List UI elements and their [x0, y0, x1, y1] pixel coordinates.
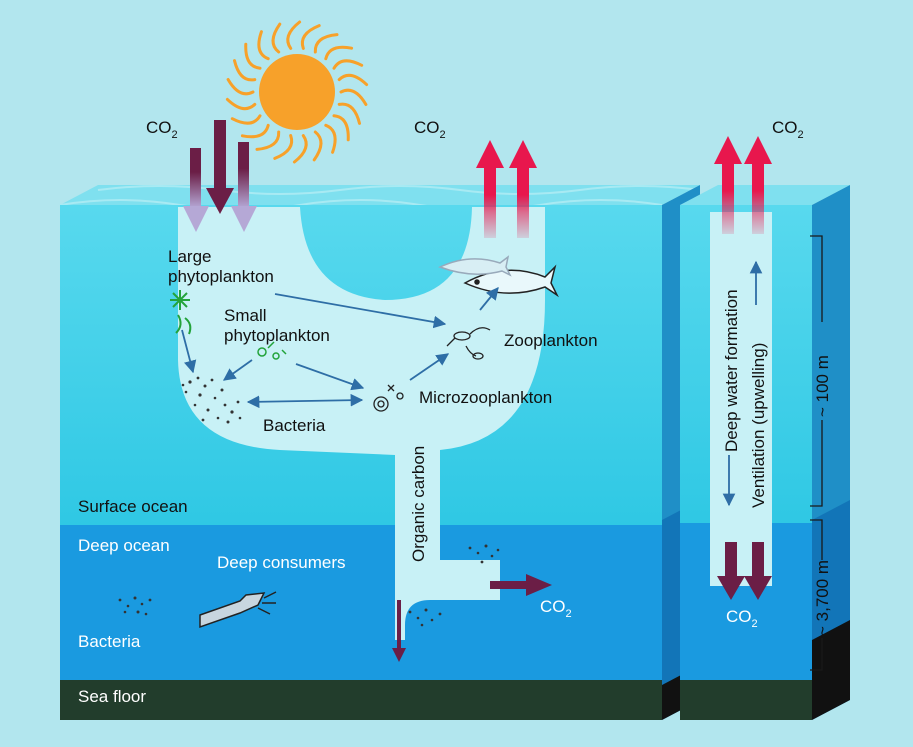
deep-co2-label: CO2 [540, 597, 572, 620]
microzooplankton-icon [373, 384, 404, 412]
sinking-arrow [392, 600, 406, 662]
sea-floor-layer [60, 680, 662, 720]
sun-ray [337, 102, 361, 125]
arrow-small-to-bacteria [222, 359, 253, 381]
sun-ray [233, 59, 257, 82]
zooplankton-label: Zooplankton [504, 331, 598, 350]
arrow-micro-to-zoo [409, 353, 450, 381]
sun-ray [257, 30, 270, 61]
bacteria-cluster-deep-3 [408, 608, 442, 627]
sun-ray [240, 123, 270, 139]
arrow-large-to-zoo [274, 293, 447, 329]
microzooplankton-label: Microzooplankton [419, 388, 552, 407]
side-column-block [680, 136, 850, 720]
sun-ray [324, 123, 337, 154]
sun-ray [244, 42, 262, 70]
depth-3700m-label: ~ 3,700 m [813, 560, 832, 636]
flow-arrows [181, 287, 499, 409]
co2-influx-arrows [183, 120, 257, 232]
depth-100m-label: ~ 100 m [813, 355, 832, 417]
deep-water-formation-label: Deep water formation [722, 289, 741, 452]
ventilation-label: Ventilation (upwelling) [749, 343, 768, 508]
bacteria-label: Bacteria [263, 416, 326, 435]
co2-label-middle: CO2 [414, 118, 446, 141]
sun-icon [225, 20, 369, 164]
sun-ray [312, 130, 323, 162]
deep-ocean-label: Deep ocean [78, 536, 170, 555]
sun-ray [332, 114, 350, 142]
co2-label-right: CO2 [772, 118, 804, 141]
sun-ray [324, 45, 354, 61]
sun-ray [225, 97, 257, 111]
organic-carbon-label: Organic carbon [409, 446, 428, 562]
sun-ray [339, 88, 368, 106]
surface-box-shape [178, 207, 545, 640]
arrow-zoo-to-fish [479, 287, 499, 311]
arrow-small-to-micro [295, 363, 365, 391]
sun-ray [226, 78, 255, 96]
depth-scale [810, 235, 823, 671]
main-ocean-block [59, 120, 701, 720]
sun-ray [255, 130, 281, 151]
small-phytoplankton-icon [257, 341, 287, 360]
bacteria-cluster-deep-1 [118, 596, 152, 616]
sun-ray [337, 73, 369, 87]
sun-ray [286, 20, 302, 50]
deep-consumers-label: Deep consumers [217, 553, 346, 572]
sea-floor-label: Sea floor [78, 687, 146, 706]
sun-ray [332, 59, 364, 70]
sun-ray [300, 24, 321, 50]
deep-ocean-layer [60, 525, 662, 680]
deep-bacteria-label: Bacteria [78, 632, 141, 651]
bacteria-cluster-surface [181, 376, 242, 424]
sun-ray [292, 134, 308, 164]
arrow-large-to-bacteria [181, 329, 197, 374]
large-phytoplankton-icon [170, 290, 192, 335]
surface-ocean-label: Surface ocean [78, 497, 188, 516]
column-co2-down-arrows [717, 542, 772, 600]
zooplankton-icon [446, 327, 491, 360]
deep-co2-arrow [490, 574, 552, 596]
co2-label-left: CO2 [146, 118, 178, 141]
sun-ray [271, 22, 282, 54]
sun-ray [273, 134, 294, 160]
sun-ray [313, 33, 339, 54]
deep-consumer-icon [199, 591, 277, 629]
bacteria-cluster-deep-2 [468, 544, 500, 564]
column-co2-up-arrows [714, 136, 772, 234]
sun-ray [230, 114, 262, 125]
arrow-bacteria-micro [246, 393, 364, 409]
column-channel [710, 212, 772, 586]
co2-outgas-arrows [476, 140, 537, 238]
column-co2-label: CO2 [726, 607, 758, 630]
